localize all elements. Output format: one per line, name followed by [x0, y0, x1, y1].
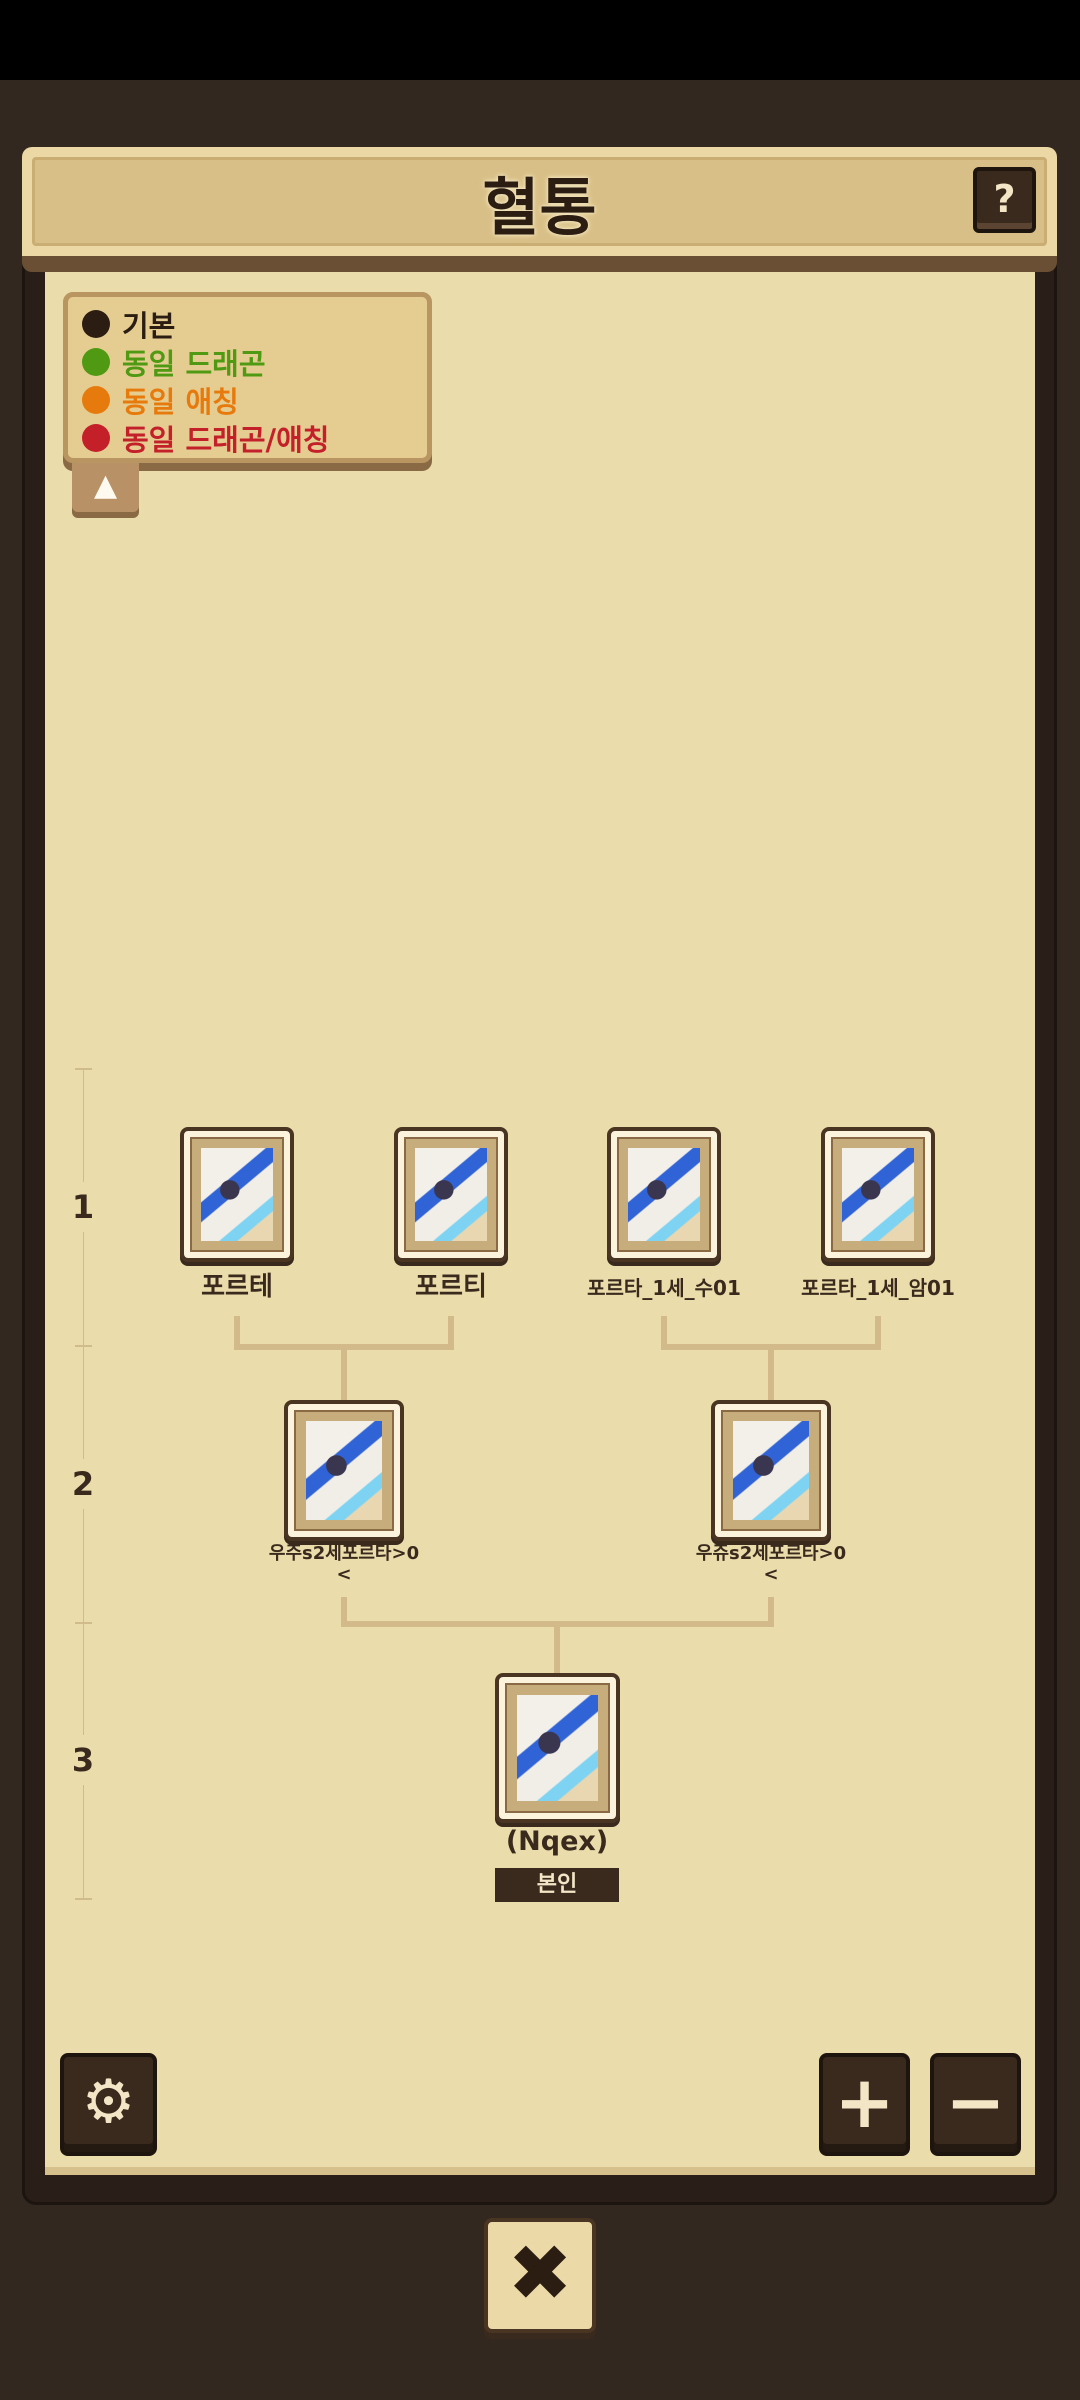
dot-icon	[82, 348, 110, 376]
connector	[768, 1597, 774, 1627]
dot-icon	[82, 424, 110, 452]
dragon-name: 우쥬s2세포르타>0<	[695, 1543, 847, 1585]
dragon-portrait	[190, 1137, 284, 1252]
help-button[interactable]: ?	[973, 167, 1036, 233]
legend-label: 기본	[122, 309, 176, 343]
dragon-card[interactable]	[607, 1127, 721, 1262]
dragon-name: 포르테	[201, 1272, 273, 1302]
ruler-tick	[75, 1068, 92, 1070]
ruler-tick	[75, 1898, 92, 1900]
connector	[875, 1316, 881, 1350]
plus-icon: +	[834, 2060, 895, 2144]
dragon-name: 포르타_1세_암01	[801, 1276, 955, 1300]
zoom-out-button[interactable]: −	[930, 2053, 1021, 2156]
header-panel: 혈통	[22, 147, 1057, 272]
generation-label: 2	[58, 1459, 108, 1509]
gear-icon: ⚙	[81, 2067, 136, 2137]
legend-item-same-dragon: 동일 드래곤	[82, 343, 413, 381]
legend-label: 동일 드래곤/애칭	[122, 423, 330, 457]
connector	[661, 1316, 667, 1350]
connector	[341, 1344, 347, 1400]
dragon-portrait	[617, 1137, 711, 1252]
close-icon: ✖	[507, 2229, 573, 2319]
dragon-portrait	[721, 1410, 821, 1531]
status-bar	[0, 0, 1080, 80]
settings-button[interactable]: ⚙	[60, 2053, 157, 2156]
legend-label: 동일 애칭	[122, 385, 239, 419]
dragon-portrait	[505, 1683, 610, 1813]
dragon-card[interactable]	[711, 1400, 831, 1541]
close-button[interactable]: ✖	[484, 2218, 596, 2333]
dragon-name: 우주s2세포르타>0<	[268, 1543, 420, 1585]
self-badge: 본인	[495, 1868, 619, 1902]
my-dragon-card[interactable]	[495, 1673, 620, 1823]
dragon-card[interactable]	[180, 1127, 294, 1262]
legend-label: 동일 드래곤	[122, 347, 266, 381]
dragon-name: 포르타_1세_수01	[587, 1276, 741, 1300]
ruler-tick	[75, 1622, 92, 1624]
dragon-name: 포르티	[415, 1272, 487, 1302]
connector	[234, 1316, 240, 1350]
dot-icon	[82, 386, 110, 414]
connector	[341, 1597, 347, 1627]
dragon-card[interactable]	[284, 1400, 404, 1541]
connector	[554, 1621, 560, 1673]
legend: 기본 동일 드래곤 동일 애칭 동일 드래곤/애칭	[63, 292, 432, 463]
dragon-card[interactable]	[394, 1127, 508, 1262]
dragon-portrait	[294, 1410, 394, 1531]
dragon-card[interactable]	[821, 1127, 935, 1262]
connector	[448, 1316, 454, 1350]
dragon-portrait	[404, 1137, 498, 1252]
connector	[768, 1344, 774, 1400]
legend-item-same-nickname: 동일 애칭	[82, 381, 413, 419]
dragon-name: (Nqex)	[505, 1826, 609, 1857]
legend-item-same-both: 동일 드래곤/애칭	[82, 419, 413, 457]
dot-icon	[82, 310, 110, 338]
minus-icon: −	[945, 2060, 1006, 2144]
generation-label: 3	[58, 1735, 108, 1785]
zoom-in-button[interactable]: +	[819, 2053, 910, 2156]
dragon-portrait	[831, 1137, 925, 1252]
page-title: 혈통	[482, 171, 597, 244]
legend-item-basic: 기본	[82, 305, 413, 343]
ruler-tick	[75, 1345, 92, 1347]
legend-collapse-button[interactable]: ▲	[72, 463, 139, 512]
generation-label: 1	[58, 1182, 108, 1232]
